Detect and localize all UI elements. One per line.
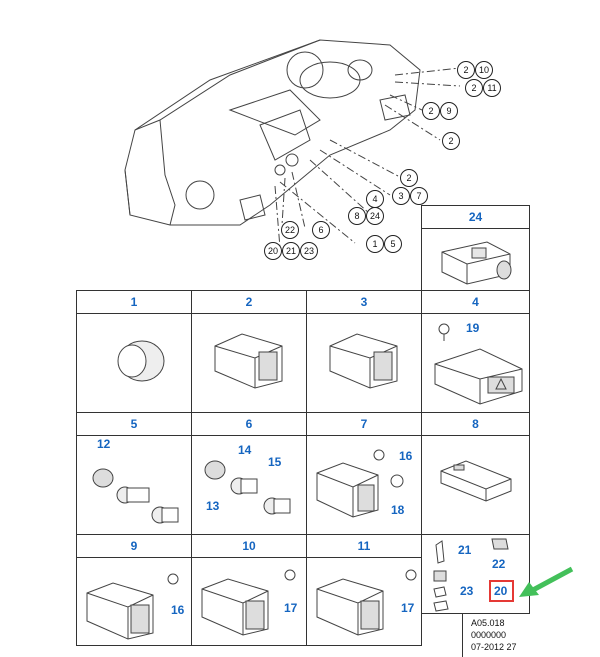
- reference-line: 0000000: [471, 630, 507, 640]
- switch-part-image: [316, 569, 417, 636]
- part-label: 18: [391, 503, 405, 517]
- callout: 11: [483, 79, 501, 97]
- callout: 3: [392, 187, 410, 205]
- dashboard-illustration: [124, 39, 461, 249]
- part-label: 19: [466, 321, 480, 335]
- callout: 2: [457, 61, 475, 79]
- switch-part-image: [214, 333, 283, 389]
- callout: 23: [300, 242, 318, 260]
- cell-11: 11 17: [306, 534, 422, 646]
- callout: 7: [410, 187, 428, 205]
- part-label: 13: [206, 499, 220, 513]
- cell-1: 1: [76, 290, 192, 413]
- part-label: 14: [238, 443, 252, 457]
- callout: 10: [475, 61, 493, 79]
- part-label: 16: [171, 603, 185, 617]
- cell-4: 4 19: [421, 290, 530, 413]
- part-label: 17: [401, 601, 415, 615]
- switch-part-image: [441, 241, 512, 285]
- callout: 4: [366, 190, 384, 208]
- cell-number: 3: [307, 291, 421, 314]
- callout: 2: [422, 102, 440, 120]
- cell-24: 24: [421, 205, 530, 291]
- reference-line: A05.018: [471, 618, 505, 628]
- blank-cap-image: [117, 340, 165, 382]
- part-label: 23: [460, 584, 474, 598]
- callout: 22: [281, 221, 299, 239]
- part-label: 16: [399, 449, 413, 463]
- cell-number: 8: [422, 413, 529, 436]
- callout: 2: [442, 132, 460, 150]
- bulb-image: [390, 474, 404, 488]
- cell-number: 11: [307, 535, 421, 558]
- cell-number: 4: [422, 291, 529, 314]
- callout: 20: [264, 242, 282, 260]
- reference-block: A05.018 0000000 07-2012 27: [462, 613, 530, 657]
- cell-number: 7: [307, 413, 421, 436]
- reference-line: 07-2012 27: [471, 642, 517, 652]
- cell-number: 5: [77, 413, 191, 436]
- callout: 24: [366, 207, 384, 225]
- part-label: 22: [492, 557, 506, 571]
- callout: 6: [312, 221, 330, 239]
- bulb-parts-image: [433, 540, 449, 612]
- switch-part-image: [86, 573, 179, 640]
- cell-6: 6 14 15 13: [191, 412, 307, 535]
- cell-number: 9: [77, 535, 191, 558]
- cell-2: 2: [191, 290, 307, 413]
- power-socket-image: [204, 460, 291, 515]
- highlight-box: [489, 580, 514, 602]
- switch-part-image: [329, 333, 398, 389]
- cell-bulbs: 21 22 23 20: [421, 534, 530, 614]
- cigar-lighter-image: [92, 468, 179, 524]
- callout: 2: [400, 169, 418, 187]
- callout: 8: [348, 207, 366, 225]
- cell-7: 7 16 18: [306, 412, 422, 535]
- part-label: 12: [97, 437, 111, 451]
- callout: 1: [366, 235, 384, 253]
- cell-number: 10: [192, 535, 306, 558]
- switch-part-image: [201, 569, 296, 636]
- switch-part-image: [434, 323, 523, 405]
- part-label: 15: [268, 455, 282, 469]
- green-arrow-icon: [519, 566, 574, 597]
- callout: 21: [282, 242, 300, 260]
- part-label: 17: [284, 601, 298, 615]
- cell-number: 6: [192, 413, 306, 436]
- lens-cap-image: [491, 538, 509, 550]
- cell-number: 2: [192, 291, 306, 314]
- part-label: 20: [494, 584, 508, 598]
- callout: 2: [465, 79, 483, 97]
- part-label: 21: [458, 543, 472, 557]
- callout: 9: [440, 102, 458, 120]
- cell-3: 3: [306, 290, 422, 413]
- module-image: [440, 460, 512, 502]
- cell-8: 8: [421, 412, 530, 535]
- cell-9: 9 16: [76, 534, 192, 646]
- switch-part-image: [316, 449, 385, 518]
- cell-10: 10 17: [191, 534, 307, 646]
- cell-number: 1: [77, 291, 191, 314]
- cell-number: 24: [422, 206, 529, 229]
- callout: 5: [384, 235, 402, 253]
- cell-5: 5 12: [76, 412, 192, 535]
